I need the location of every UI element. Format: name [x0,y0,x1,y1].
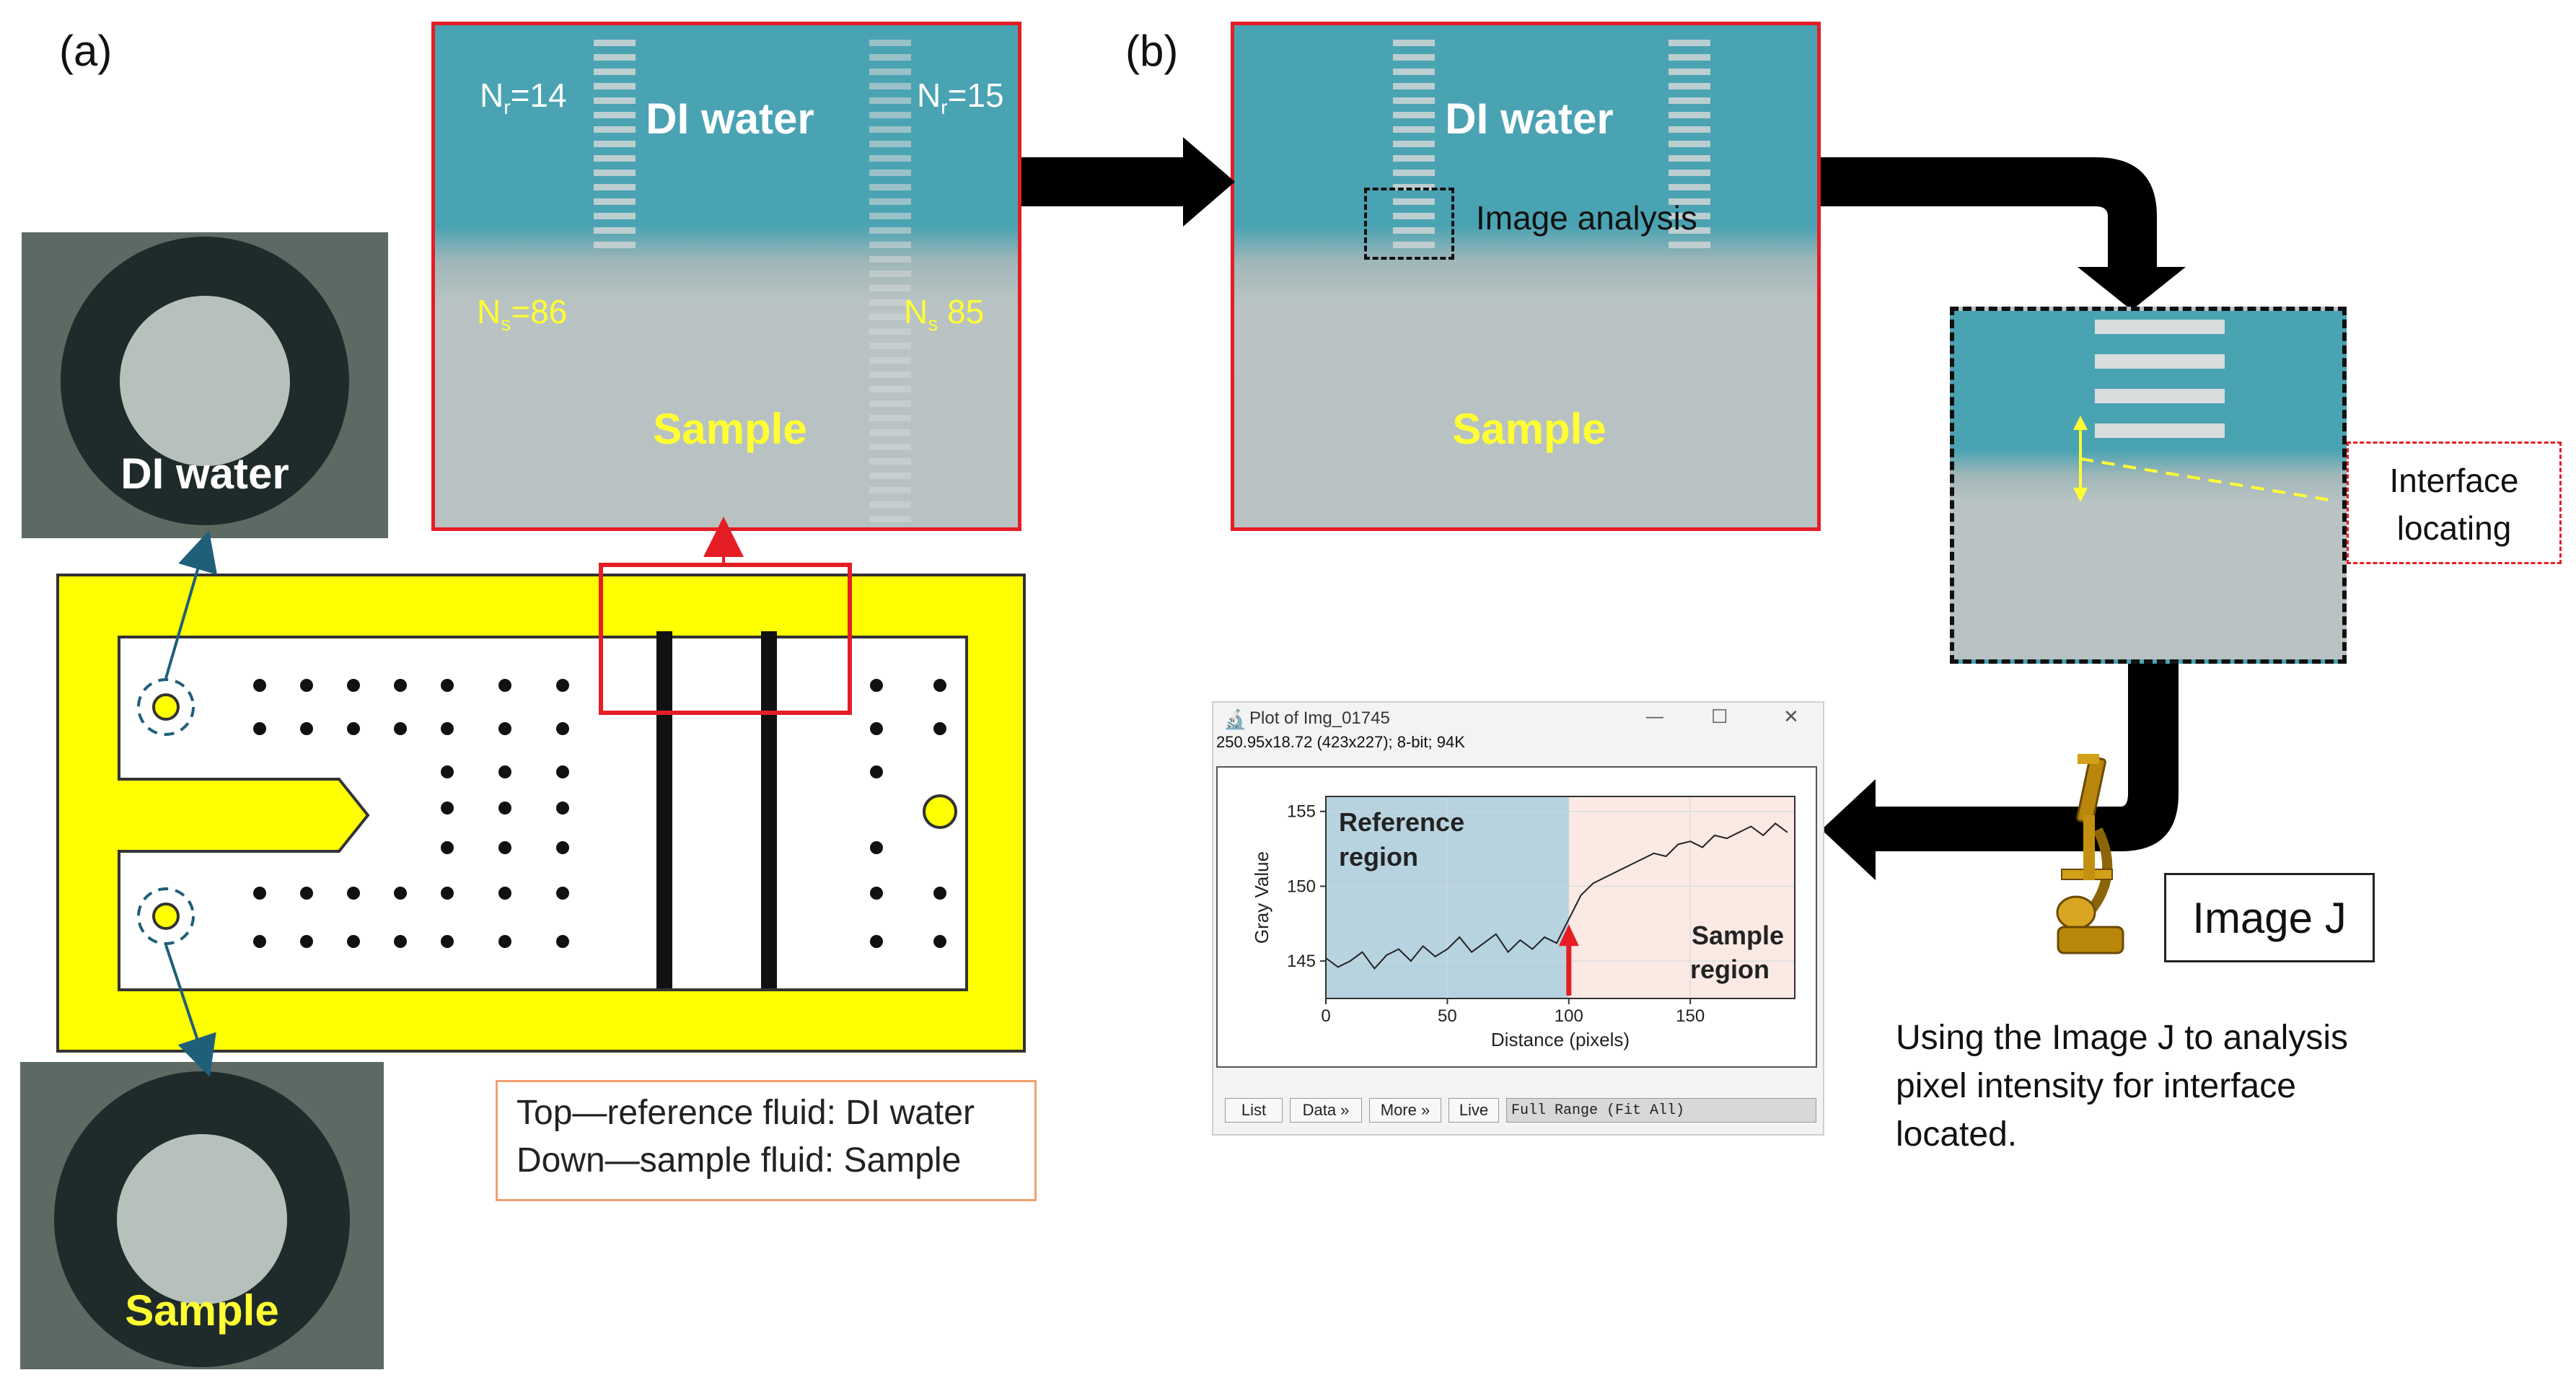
interface-marker-arrowhead [1558,924,1579,947]
roi-label: Image analysis [1476,199,1697,237]
well-ring [54,1071,350,1367]
inlet-top-connector [164,530,218,679]
nr-left-label: Nr=14 [480,76,567,119]
image-info: 250.95x18.72 (423x227); 8-bit; 94K [1216,733,1465,751]
window-title: Plot of Img_01745 [1249,708,1390,728]
well-photo-top-label: DI water [120,449,289,498]
well-photo-bottom-label: Sample [125,1286,279,1335]
micrograph-a-top-fluid: DI water [646,95,814,143]
x-tick-label: 0 [1321,1006,1330,1026]
flow-arrow-to-zoom [1821,157,2186,310]
microscope-icon [2056,754,2124,954]
interface-locating-callout: Interface locating [2347,442,2562,564]
window-app-icon: 🔬 [1223,708,1247,730]
close-button[interactable]: ✕ [1783,706,1799,727]
imagej-description: Using the Image J to analysis pixel inte… [1896,1014,2348,1159]
reference-region-label-2: region [1339,842,1418,871]
description-line-1: Using the Image J to analysis [1896,1019,2348,1057]
sample-region-label-1: Sample [1692,921,1784,950]
sample-region-label-2: region [1690,954,1770,984]
micrograph-b: DI water Image analysis Sample [1231,22,1821,531]
micrograph-a: DI water Nr=14 Nr=15 Ns=86 Ns 85 Sample [431,22,1021,531]
x-tick-label: 100 [1555,1006,1583,1026]
nr-right-label: Nr=15 [917,76,1004,119]
y-axis-label: Gray Value [1251,851,1272,944]
y-tick-label: 145 [1287,952,1316,971]
maximize-button[interactable]: ☐ [1711,706,1728,727]
more-button[interactable]: More » [1369,1098,1441,1123]
x-axis-label: Distance (pixels) [1491,1029,1630,1050]
analysis-roi-box [1364,188,1454,260]
list-button[interactable]: List [1225,1098,1283,1123]
gray-value-line [1325,822,1788,970]
micrograph-b-bottom-fluid: Sample [1452,405,1606,453]
well-photo-sample: Sample [20,1062,384,1369]
inlet-bottom-connector [164,944,216,1077]
minimize-button[interactable]: — [1646,707,1663,726]
reference-region-label-1: Reference [1339,807,1464,837]
micrograph-a-bottom-fluid: Sample [653,405,807,453]
microfluidic-chip [56,574,1026,1053]
callout-line-2: locating [2396,509,2512,547]
reference-ruler-right [1669,40,1710,249]
imagej-label: Image J [2192,893,2347,942]
flow-arrow-a-to-b [1021,137,1235,227]
live-button[interactable]: Live [1449,1098,1499,1123]
ns-left-label: Ns=86 [477,293,568,335]
x-tick-label: 50 [1438,1006,1457,1026]
data-button[interactable]: Data » [1290,1098,1362,1123]
zoomed-interface-image [1950,307,2347,664]
chip-zoom-selection [599,563,852,715]
reference-ruler-left [1393,40,1435,249]
plot-toolbar: List Data » More » Live Full Range (Fit … [1225,1098,1816,1124]
description-line-2: pixel intensity for interface [1896,1067,2296,1105]
plot-frame [1325,796,1795,999]
well-ring [61,237,349,525]
zoom-overlay [2073,320,2330,502]
panel-label-a: (a) [59,27,113,75]
fluid-legend-note: Top—reference fluid: DI water Down—sampl… [496,1080,1037,1201]
x-tick-label: 150 [1676,1006,1705,1026]
y-tick-label: 155 [1287,802,1316,822]
ns-right-label: Ns 85 [904,293,985,335]
legend-line-2: Down—sample fluid: Sample [516,1141,962,1180]
micrograph-b-top-fluid: DI water [1445,95,1614,143]
panel-label-b: (b) [1125,27,1179,75]
description-line-3: located. [1896,1115,2018,1154]
imagej-label-box: Image J [2164,873,2375,962]
callout-line-1: Interface [2389,462,2519,499]
well-photo-di-water: DI water [22,232,388,538]
reference-ruler-right [869,40,911,527]
range-field[interactable]: Full Range (Fit All) [1506,1098,1816,1123]
legend-line-1: Top—reference fluid: DI water [516,1094,975,1132]
y-tick-label: 150 [1287,877,1316,896]
imagej-plot-window: 🔬 Plot of Img_01745 — ☐ ✕ 250.95x18.72 (… [1212,701,1824,1136]
reference-ruler-left [594,40,636,249]
